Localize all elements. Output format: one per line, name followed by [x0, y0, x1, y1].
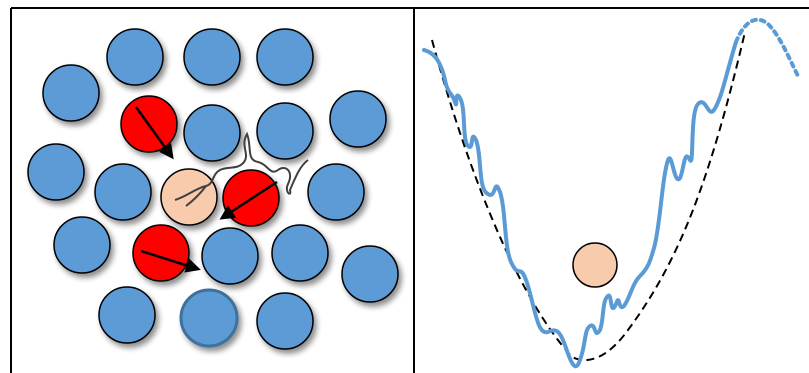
tagged-particle-in-well [572, 242, 618, 288]
blue-particle [27, 143, 85, 201]
blue-particle [183, 28, 241, 86]
right-panel-energy-landscape [422, 17, 800, 369]
energy-landscape-dotted-continuation [734, 17, 800, 78]
energy-landscape-curve [422, 40, 738, 369]
blue-particle [201, 227, 259, 285]
displacement-arrow [134, 106, 174, 160]
left-panel-particle-cage [27, 28, 399, 350]
blue-particle [307, 163, 365, 221]
trajectory-line [174, 131, 309, 207]
displacement-arrow [140, 249, 201, 273]
blue-particle [183, 104, 241, 162]
blue-particle [271, 224, 329, 282]
red-particle [132, 224, 190, 282]
blue-particle [256, 102, 314, 160]
displacement-arrow [219, 180, 278, 220]
blue-particle [42, 64, 100, 122]
blue-particle [256, 292, 314, 350]
blue-particle [256, 28, 314, 86]
tagged-particle [160, 168, 218, 226]
harmonic-fit-dashed-parabola [431, 31, 746, 362]
highlighted-particle [179, 288, 239, 348]
blue-particle [341, 245, 399, 303]
blue-particle [94, 163, 152, 221]
blue-particle [98, 286, 156, 344]
blue-particle [53, 216, 111, 274]
blue-particle [106, 28, 164, 86]
blue-particle [329, 90, 387, 148]
